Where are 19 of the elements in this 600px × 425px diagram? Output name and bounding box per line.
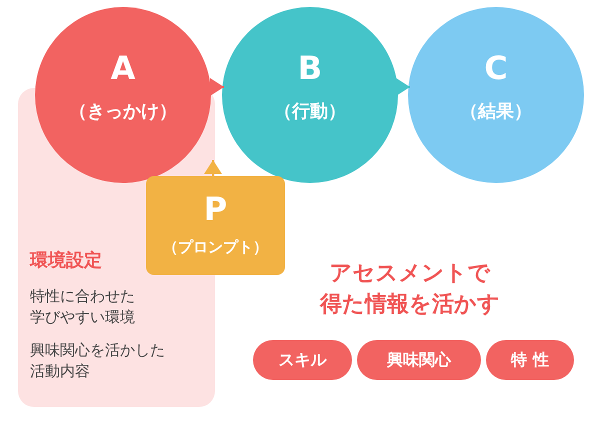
pointer-arrow [394,78,410,96]
panel-text: 興味関心を活かした活動内容 [30,340,166,382]
tag-pill: スキル [253,340,352,380]
node-letter: B [296,49,324,87]
node-letter: C [483,49,509,87]
prompt-box [146,176,285,275]
node-letter: A [110,49,136,87]
pointer-arrow [207,78,224,96]
assessment-heading: アセスメントで得た情報を活かす [318,260,501,319]
tag-pill: 特 性 [486,340,574,380]
pointer-arrow [204,160,222,177]
node-label: （行動） [273,100,347,123]
node-label: （きっかけ） [68,100,178,123]
node-letter: P [202,190,228,228]
tag-pill: 興味関心 [357,340,481,380]
node-label: （結果） [459,100,533,123]
panel-heading: 環境設定 [30,249,103,272]
node-label: （プロンプト） [162,238,269,257]
panel-text: 特性に合わせた学びやすい環境 [30,286,136,328]
